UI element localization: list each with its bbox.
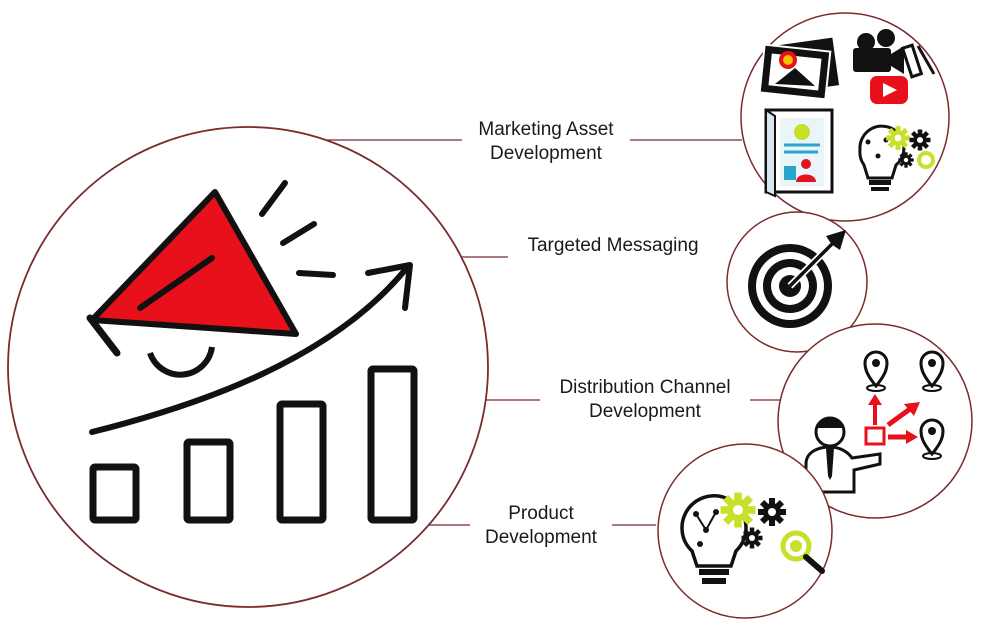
photo-gallery-icon: [758, 37, 840, 101]
branch-label-distribution-channel: Distribution Channel Development: [540, 376, 750, 424]
branch-label-product-development: Product Development: [470, 502, 612, 550]
distribution-channel-node: [777, 323, 973, 519]
label-line: Product: [508, 503, 574, 524]
target-arrow-icon: [748, 230, 846, 328]
label-line: Development: [589, 401, 701, 422]
main-node: [7, 126, 489, 608]
play-button-icon: [870, 76, 908, 104]
megaphone-growth-chart-icon: [86, 180, 418, 524]
distribution-arrows-icon: [864, 394, 920, 446]
video-camera-icon: [853, 29, 936, 79]
label-line: Targeted Messaging: [527, 235, 699, 256]
targeted-messaging-node: [726, 211, 868, 353]
product-development-node: [657, 443, 833, 619]
magnifier-icon: [780, 530, 825, 574]
label-line: Marketing Asset: [478, 119, 614, 140]
brochure-profile-icon: [764, 108, 834, 198]
businessman-pointing-icon: [804, 416, 882, 494]
label-line: Development: [485, 527, 597, 548]
label-line: Distribution Channel: [559, 377, 731, 398]
branch-label-targeted-messaging: Targeted Messaging: [508, 234, 718, 258]
marketing-asset-node: [740, 12, 950, 222]
label-line: Development: [490, 143, 602, 164]
branch-label-marketing-asset: Marketing Asset Development: [462, 118, 630, 166]
idea-bulb-gears-icon: [858, 124, 935, 191]
idea-bulb-gears-icon: [680, 492, 786, 584]
